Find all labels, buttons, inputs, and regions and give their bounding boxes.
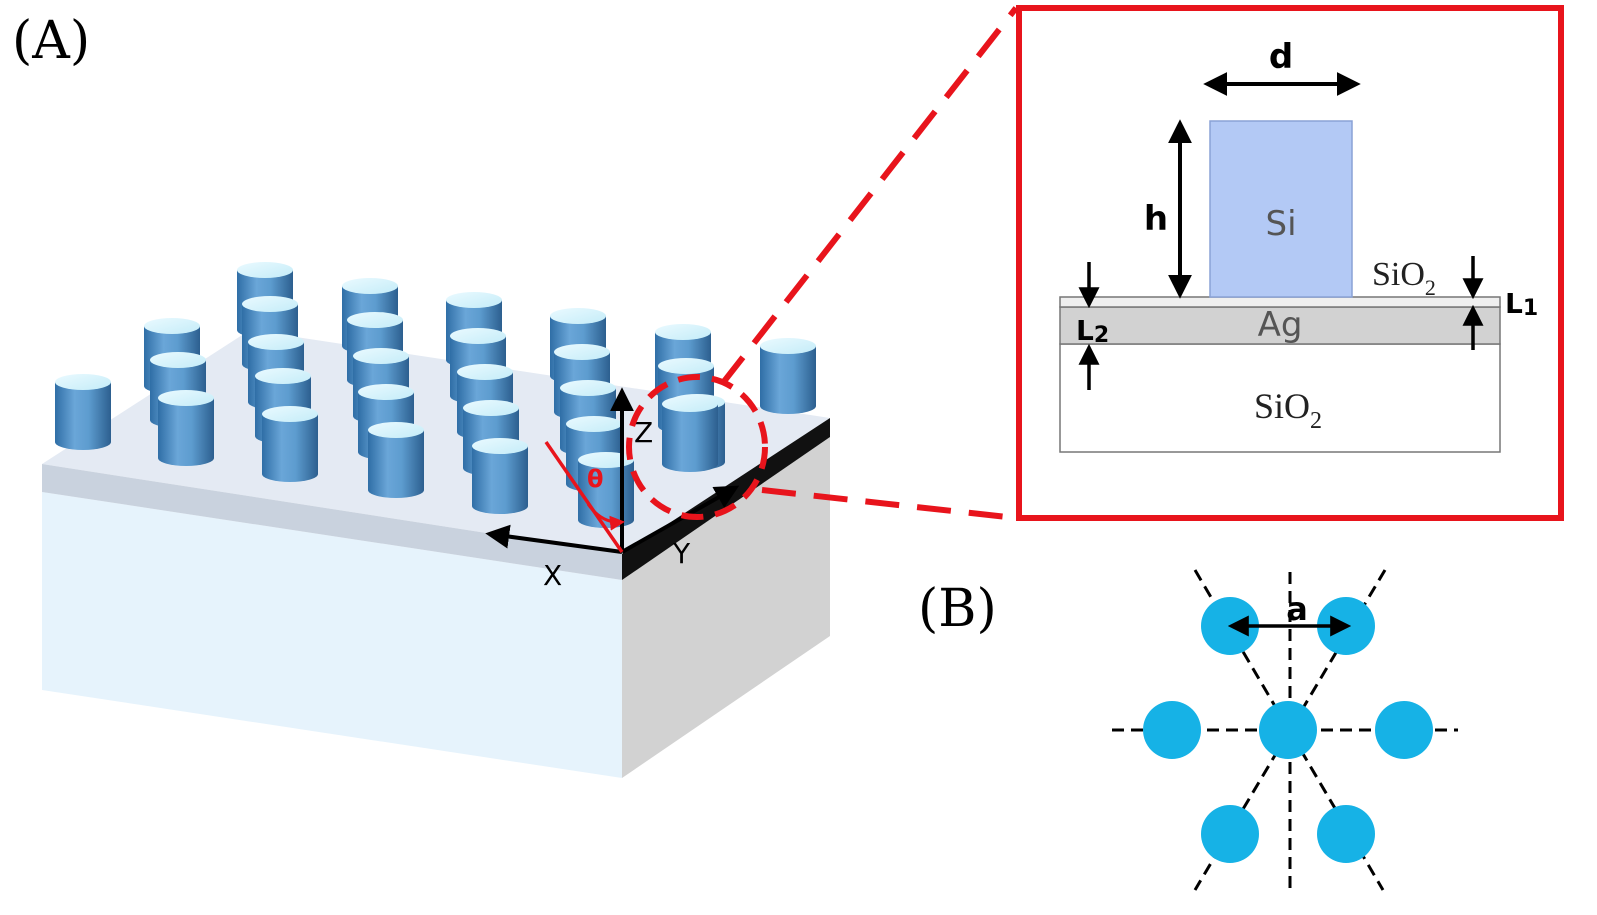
theta-label: θ [587,465,604,493]
silver-layer-front [42,464,622,580]
height-label: h [1144,199,1168,239]
lattice-disks [1143,597,1433,863]
pillar-body [662,404,718,472]
pillar-body [55,382,111,450]
pillar-top [550,308,606,324]
pillar [368,422,424,498]
angle-arc [586,503,625,531]
pillar-top [463,400,519,416]
substrate-block [42,330,830,778]
pillar-body [368,430,424,498]
pillar-top [446,292,502,308]
coordinate-axes: θ Z X Y [485,387,740,592]
x-axis-label: X [543,559,562,592]
pillar-top [158,390,214,406]
incident-direction-line [544,441,624,553]
x-axis [485,524,623,554]
zoom-circle [626,374,768,520]
pillar-top [150,352,206,368]
pillar [262,406,318,482]
pillar-top [658,358,714,374]
pillar-array [55,262,816,528]
pillar [55,374,111,450]
cross-section-inset: Si Ag SiO2 SiO2 d h L2 L1 [1016,5,1564,521]
pillar-top [237,262,293,278]
pillar-top [760,338,816,354]
lattice-disk [1375,701,1433,759]
pillar-top [353,348,409,364]
pillar-top [472,438,528,454]
lattice-constant-label: a [1286,590,1308,628]
pillar-top [248,334,304,350]
pillar-top [566,416,622,432]
pillar-body [472,446,528,514]
pillar-top [450,328,506,344]
lattice-disk [1201,805,1259,863]
pillar-top [368,422,424,438]
pillar-top [255,368,311,384]
diameter-label: d [1269,37,1293,77]
pillar [662,396,718,472]
substrate-label: SiO2 [1254,386,1322,434]
lattice-disk [1143,701,1201,759]
substrate-side-face [622,437,830,778]
substrate-front-face [42,492,622,778]
pillar-top [262,406,318,422]
y-axis [621,485,740,554]
ag-layer [1059,306,1501,345]
l2-label: L2 [1076,314,1109,348]
zoom-callout [626,6,1019,521]
pillar-top [342,278,398,294]
z-axis-label: Z [634,416,653,449]
pillar-top [554,344,610,360]
pillar-top [457,364,513,380]
pillar-body [262,414,318,482]
pillar-top [347,312,403,328]
cap-layer-label: SiO2 [1372,256,1436,300]
pillar-body [158,398,214,466]
pillar-top [242,296,298,312]
hexagonal-lattice: a [1112,569,1458,894]
sio2-substrate [1059,343,1501,453]
pillar [158,390,214,466]
lattice-disk [1317,805,1375,863]
zoom-leader-top [719,6,1019,386]
zoom-leader-bottom [761,487,1017,521]
y-axis-label: Y [672,537,691,570]
lattice-disk [1259,701,1317,759]
l1-label: L1 [1505,287,1538,321]
pillar-top [560,380,616,396]
pillar-top [358,384,414,400]
panel-a-label: (A) [12,11,90,71]
pillar-top [655,324,711,340]
ag-label: Ag [1258,305,1303,345]
pillar-top [144,318,200,334]
panel-b-label: (B) [918,579,997,639]
si-label: Si [1265,204,1296,244]
pillar-top [662,396,718,412]
pillar [472,438,528,514]
pillar [760,338,816,414]
pillar-top [55,374,111,390]
pillar-body [760,346,816,414]
si-pillar [1209,120,1353,298]
